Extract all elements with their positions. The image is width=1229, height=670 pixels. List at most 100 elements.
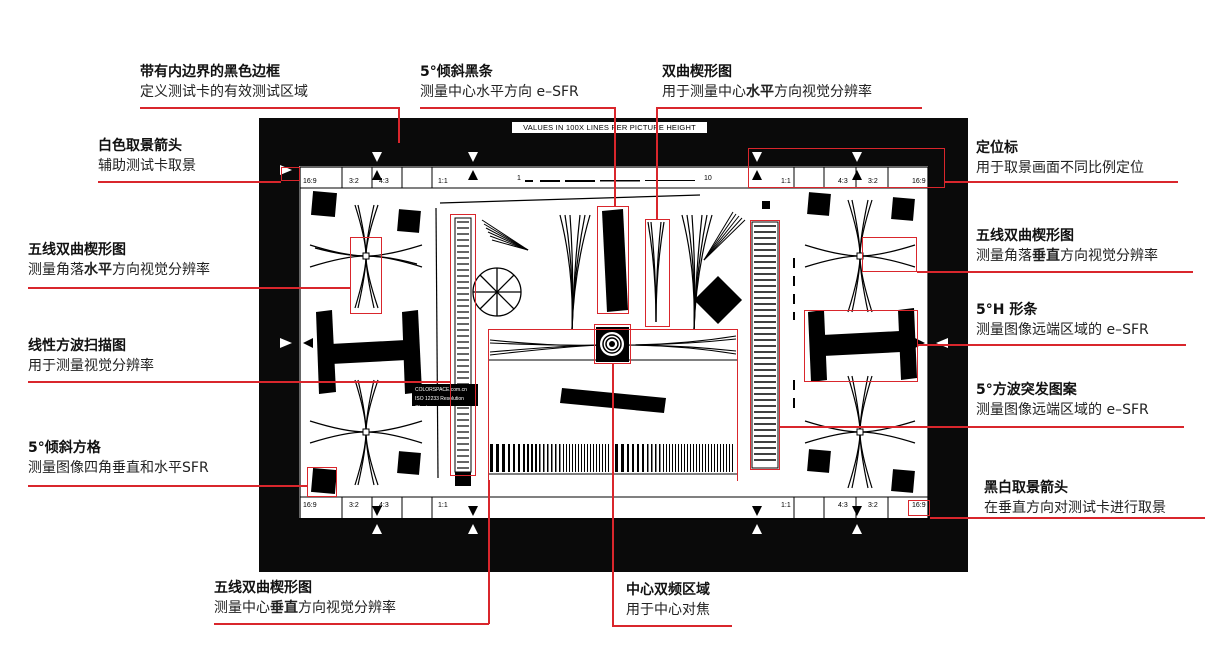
annotation-five-line-corner-h: 五线双曲楔形图 测量角落水平方向视觉分辨率 — [28, 240, 210, 280]
desc-part: 测量角落 — [28, 262, 84, 278]
slanted-black-bar — [602, 209, 628, 312]
brand-line-1: COLORSPACE.com.cn — [415, 387, 467, 393]
desc-part: 方向视觉分辨率 — [1060, 248, 1158, 264]
ratio-label: 16:9 — [912, 178, 926, 185]
ratio-label: 4:3 — [838, 178, 848, 185]
annotation-slanted-square: 5°倾斜方格 测量图像四角垂直和水平SFR — [28, 438, 209, 478]
h-bars-left — [316, 310, 422, 394]
ratio-label: 4:3 — [838, 502, 848, 509]
ratio-label: 1:1 — [781, 502, 791, 509]
ratio-label: 16:9 — [303, 178, 317, 185]
leader-line — [930, 517, 1205, 519]
center-hyperbolic-wedge-right — [681, 214, 713, 331]
annotation-title: 5°H 形条 — [976, 302, 1038, 318]
fan-pattern-right — [703, 211, 746, 261]
annotation-title: 5°方波突发图案 — [976, 382, 1077, 398]
annotation-desc: 用于测量中心水平方向视觉分辨率 — [662, 82, 872, 102]
leader-line — [420, 107, 615, 109]
desc-emphasis: 垂直 — [1032, 248, 1060, 264]
highlight-center-target — [594, 324, 631, 364]
highlight-linear-sweep — [450, 214, 476, 476]
radial-circle — [472, 267, 522, 317]
desc-part: 方向视觉分辨率 — [774, 84, 872, 100]
highlight-corner-wedge-h — [350, 237, 382, 314]
annotation-desc: 测量角落水平方向视觉分辨率 — [28, 260, 210, 280]
desc-part: 方向视觉分辨率 — [298, 600, 396, 616]
ratio-label: 3:2 — [349, 178, 359, 185]
annotation-desc: 测量中心垂直方向视觉分辨率 — [214, 598, 396, 618]
leader-line — [28, 287, 350, 289]
annotation-slanted-bar: 5°倾斜黑条 测量中心水平方向 e–SFR — [420, 62, 579, 102]
ratio-label: 1:1 — [438, 502, 448, 509]
annotation-desc: 用于测量视觉分辨率 — [28, 358, 154, 374]
annotation-title: 五线双曲楔形图 — [214, 580, 312, 596]
annotation-desc: 测量图像远端区域的 e–SFR — [976, 402, 1149, 418]
leader-line — [656, 107, 922, 109]
highlight-center-area — [488, 329, 738, 481]
annotation-black-border: 带有内边界的黑色边框 定义测试卡的有效测试区域 — [140, 62, 308, 102]
annotation-desc: 定义测试卡的有效测试区域 — [140, 84, 308, 100]
annotation-desc: 辅助测试卡取景 — [98, 158, 196, 174]
leader-line — [398, 107, 400, 143]
leader-line — [488, 480, 490, 624]
brand-line-2: ISO 12233 Resolution Chart — [415, 396, 464, 411]
ratio-label: 1:1 — [438, 178, 448, 185]
square-wave-burst-right — [751, 221, 779, 469]
bottom-burst-left — [490, 444, 609, 472]
annotation-white-arrow: 白色取景箭头 辅助测试卡取景 — [98, 136, 196, 176]
leader-line — [140, 107, 399, 109]
annotation-desc: 用于取景画面不同比例定位 — [976, 160, 1144, 176]
highlight-hyperbolic-wedge — [645, 219, 670, 327]
leader-line — [780, 426, 1184, 428]
highlight-slanted-square — [307, 467, 337, 497]
leader-line — [214, 623, 489, 625]
annotation-hyperbolic-wedge: 双曲楔形图 用于测量中心水平方向视觉分辨率 — [662, 62, 872, 102]
annotation-desc: 测量中心水平方向 e–SFR — [420, 84, 579, 100]
center-target — [596, 327, 629, 362]
leader-line — [614, 107, 616, 207]
leader-line — [945, 181, 1178, 183]
ratio-label: 16:9 — [912, 502, 926, 509]
ratio-label: 3:2 — [868, 502, 878, 509]
scale-max-label: 10 — [704, 175, 712, 182]
highlight-white-arrow — [281, 167, 300, 181]
annotation-square-wave-burst: 5°方波突发图案 测量图像远端区域的 e–SFR — [976, 380, 1149, 420]
annotation-desc: 用于中心对焦 — [626, 602, 710, 618]
annotation-title: 白色取景箭头 — [98, 138, 182, 154]
leader-line — [612, 625, 732, 627]
annotation-bw-arrow: 黑白取景箭头 在垂直方向对测试卡进行取景 — [984, 478, 1166, 518]
h-bars-right — [808, 308, 917, 382]
leader-line — [656, 107, 658, 219]
highlight-slanted-bar — [597, 206, 629, 314]
desc-emphasis: 水平 — [84, 262, 112, 278]
annotation-desc: 测量角落垂直方向视觉分辨率 — [976, 246, 1158, 266]
ratio-label: 4:3 — [379, 178, 389, 185]
fan-pattern — [481, 219, 529, 251]
bottom-burst-right — [615, 444, 733, 472]
center-vertical-wedge — [559, 214, 591, 331]
slanted-squares — [310, 190, 915, 495]
annotation-desc: 测量图像远端区域的 e–SFR — [976, 322, 1149, 338]
annotation-desc: 在垂直方向对测试卡进行取景 — [984, 500, 1166, 516]
highlight-locator — [748, 148, 945, 188]
desc-part: 用于测量中心 — [662, 84, 746, 100]
ratio-label: 16:9 — [303, 502, 317, 509]
leader-line — [28, 485, 307, 487]
annotation-linear-sweep: 线性方波扫描图 用于测量视觉分辨率 — [28, 336, 154, 376]
annotation-five-line-corner-v: 五线双曲楔形图 测量角落垂直方向视觉分辨率 — [976, 226, 1158, 266]
annotation-title: 五线双曲楔形图 — [28, 242, 126, 258]
ratio-label: 4:3 — [379, 502, 389, 509]
annotation-h-bar: 5°H 形条 测量图像远端区域的 e–SFR — [976, 300, 1149, 340]
highlight-bw-arrow — [908, 500, 930, 516]
annotation-title: 双曲楔形图 — [662, 64, 732, 80]
ratio-label: 3:2 — [349, 502, 359, 509]
leader-line — [98, 181, 281, 183]
highlight-square-burst — [750, 220, 780, 470]
diamond-square — [693, 275, 743, 325]
annotation-center-dual-freq: 中心双频区域 用于中心对焦 — [626, 580, 710, 620]
linear-sweep-left — [454, 217, 472, 486]
chart-header: VALUES IN 100X LINES PER PICTURE HEIGHT — [512, 122, 707, 133]
desc-emphasis: 水平 — [746, 84, 774, 100]
annotation-title: 定位标 — [976, 140, 1018, 156]
